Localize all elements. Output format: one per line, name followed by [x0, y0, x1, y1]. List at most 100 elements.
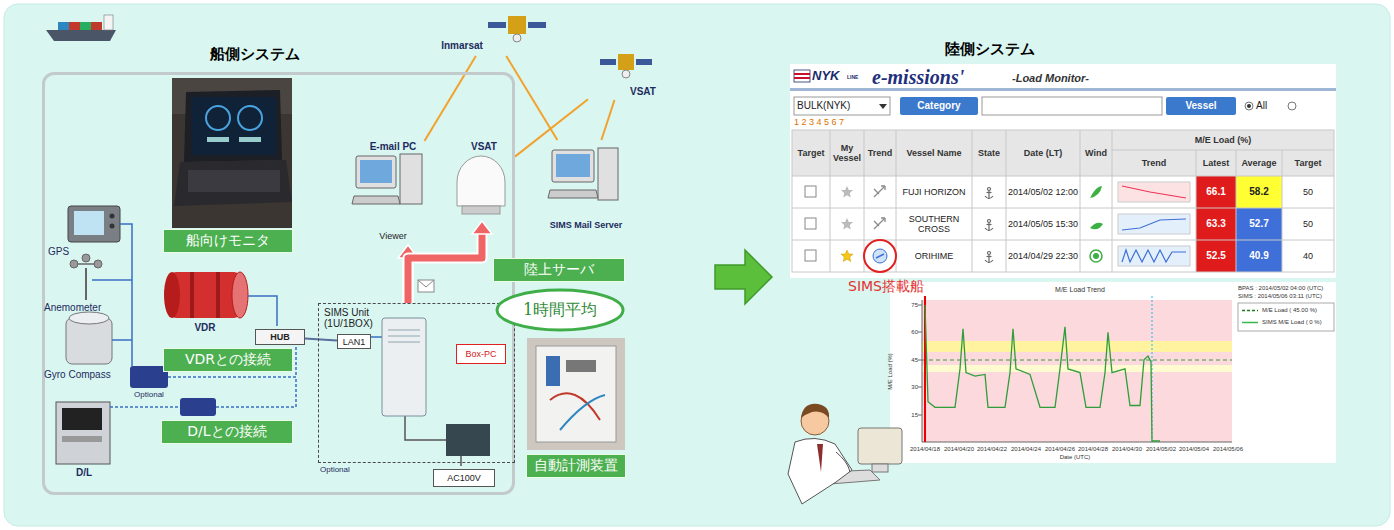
- lan-cable: [305, 339, 337, 341]
- monitor-photo: [184, 90, 282, 162]
- screenshot: [873, 249, 887, 263]
- mail-server-icon: [548, 190, 598, 198]
- trend-chart: [922, 341, 1232, 352]
- chart-text: SIMS : 2014/05/06 03:11 (UTC): [1238, 292, 1336, 300]
- vdr-device: [216, 272, 220, 318]
- vdr-device: [170, 272, 240, 318]
- table-header: Target: [792, 130, 830, 176]
- measuring-device-photo: [536, 346, 616, 442]
- monitor-photo: [172, 78, 292, 228]
- screenshot: [790, 88, 1336, 91]
- chart-text: 2014/05/06: [1211, 445, 1245, 453]
- logo-text: LINE: [847, 74, 865, 82]
- table-header: Trend: [1112, 150, 1196, 176]
- vsat-dome-icon: [457, 156, 505, 214]
- table-header: Vessel Name: [896, 130, 972, 176]
- node-text: E-mail PC: [353, 141, 433, 152]
- lan-cable: [305, 339, 337, 341]
- wire: [92, 279, 132, 281]
- screenshot: [1090, 223, 1103, 230]
- screenshot: [1006, 130, 1007, 272]
- hub-box: HUB: [255, 329, 305, 345]
- callout-label: 陸上サーバ: [493, 258, 625, 282]
- trend-chart: [918, 332, 922, 333]
- ship-icon: [46, 15, 116, 41]
- monitor-photo: [188, 170, 280, 192]
- gyro-compass-device: [66, 318, 112, 364]
- chart-text: 2014/05/04: [1177, 445, 1211, 453]
- measuring-device-photo: [550, 393, 600, 420]
- vsat-dome-icon: [462, 206, 500, 214]
- monitor-photo: [207, 137, 229, 142]
- block-arrow: [715, 250, 772, 304]
- monitor-photo: [239, 137, 261, 142]
- wire: [405, 416, 446, 440]
- screenshot: [1118, 246, 1190, 266]
- monitor-photo: [238, 106, 262, 130]
- monitor-photo: [192, 97, 276, 155]
- screenshot: [792, 130, 1334, 272]
- vdr-device: [164, 272, 248, 318]
- screenshot: [790, 64, 1336, 278]
- screenshot: [985, 220, 993, 232]
- button-text: Category: [900, 97, 978, 115]
- gyro-compass-device: [69, 312, 109, 324]
- vsat-dome: VSAT: [453, 141, 515, 221]
- screenshot: [1118, 182, 1190, 202]
- mail-server-icon: [552, 150, 594, 182]
- dl-device: [56, 402, 110, 464]
- callout-label: 船向けモニタ: [163, 229, 293, 253]
- satellite-link: [424, 56, 475, 141]
- app-subtitle: -Load Monitor-: [1012, 70, 1122, 86]
- trend-chart: [890, 282, 1336, 463]
- node-text: SIMS Unit (1U/1BOX): [324, 307, 388, 329]
- anemometer-device: [85, 268, 87, 300]
- data-flow-arrow: [408, 231, 482, 303]
- chart-text: 30: [900, 383, 918, 391]
- mail-server-icon: [598, 148, 618, 200]
- gps-device: [74, 211, 104, 235]
- chart-text: M/E Load (%): [886, 344, 895, 400]
- person-illustration: [788, 404, 902, 504]
- node-text: LAN1: [343, 337, 366, 347]
- monitor-photo: [172, 78, 292, 228]
- table-header: Average: [1236, 150, 1282, 176]
- screenshot: [874, 186, 885, 197]
- screenshot: [841, 186, 853, 198]
- measuring-device-photo: [527, 338, 625, 450]
- monitor-photo: [206, 106, 230, 130]
- email-pc: E-mail PCViewer: [353, 141, 433, 245]
- screenshot: [805, 186, 816, 197]
- screenshot: [972, 130, 973, 272]
- mail-server: SIMS Mail Server: [545, 140, 627, 234]
- table-cell: 2014/05/05 15:30: [1006, 208, 1080, 240]
- trend-chart: [925, 305, 1160, 441]
- anemometer-device: [94, 260, 102, 268]
- node-text: SIMS Mail Server: [545, 220, 627, 230]
- satellite: VSAT: [588, 42, 660, 100]
- screenshot: [1090, 186, 1102, 198]
- dl-device: [56, 402, 110, 464]
- mail-envelope: [418, 280, 434, 292]
- chart-text: 2014/04/30: [1110, 445, 1144, 453]
- serial-converter: [180, 398, 216, 416]
- table-header: Target: [1282, 150, 1334, 176]
- trend-chart: [918, 305, 922, 415]
- anemometer-device: [82, 254, 90, 262]
- satellite-link: [515, 99, 588, 156]
- chart-text: 2014/04/18: [908, 445, 942, 453]
- sims-pc: [388, 330, 420, 331]
- anemometer-device: [70, 254, 102, 300]
- screenshot: [1093, 253, 1099, 259]
- gps-device: [68, 206, 120, 242]
- callout-label: VDRとの接続: [163, 348, 293, 372]
- dl-device: [62, 436, 102, 442]
- screenshot: [1236, 176, 1282, 208]
- satellite-icon: [600, 59, 616, 65]
- satellite-link: [424, 56, 475, 141]
- trend-chart: [922, 442, 1232, 443]
- chart-text: Date (UTC): [1045, 453, 1105, 462]
- mail-envelope: [418, 280, 434, 287]
- device-name: GPS: [48, 246, 88, 258]
- gps-device: [68, 206, 120, 242]
